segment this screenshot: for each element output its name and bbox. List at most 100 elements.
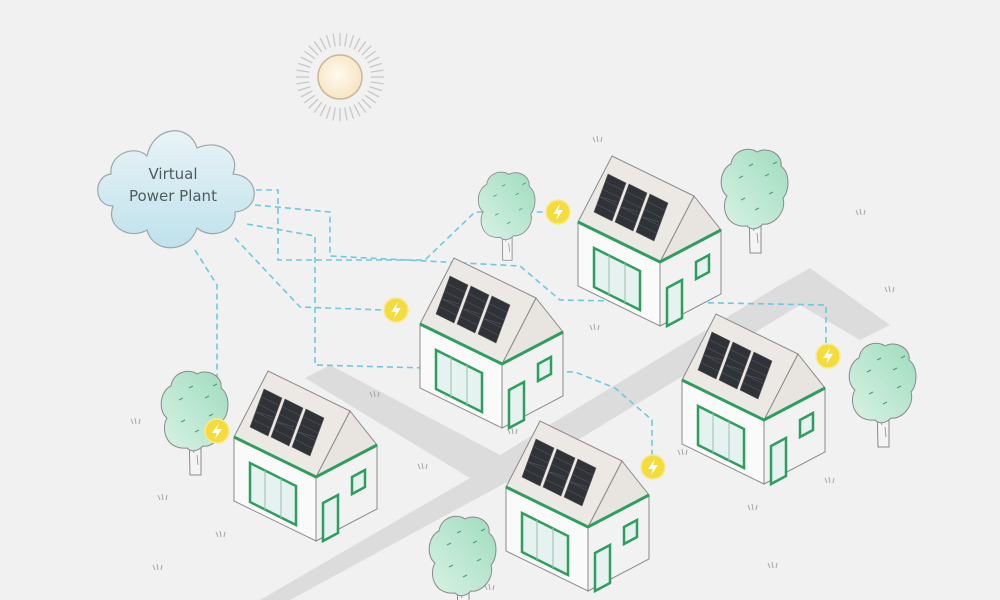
solar-panel-icon	[563, 458, 597, 507]
sun-ray	[300, 56, 313, 64]
sun-ray	[304, 94, 316, 104]
sun-ray	[308, 45, 319, 56]
houses	[233, 155, 826, 594]
sun-ray	[361, 98, 372, 109]
window-icon	[798, 410, 815, 440]
solar-panel-icon	[477, 295, 511, 344]
road-surface	[260, 268, 890, 600]
house-with-solar-panels	[419, 257, 564, 431]
sun-ray	[370, 81, 384, 85]
door-icon	[769, 435, 788, 487]
grass-icon	[677, 448, 688, 456]
house-with-solar-panels	[505, 420, 650, 594]
sun-ray	[296, 81, 310, 85]
solar-panel-icon	[614, 183, 648, 232]
sun-ray	[296, 69, 310, 73]
sun-ray	[325, 106, 332, 120]
grass-icon	[884, 285, 895, 293]
door-icon	[321, 492, 340, 544]
sun-ray	[308, 98, 319, 109]
sun-ray	[297, 62, 311, 69]
sun-ray	[325, 34, 332, 48]
sun-ray	[348, 106, 355, 120]
connection-line	[246, 223, 653, 455]
solar-panel-icon	[718, 341, 752, 390]
sun-ray	[361, 45, 372, 56]
cloud-label-line1: Virtual	[148, 165, 197, 183]
grass-icon	[747, 503, 758, 511]
cloud-icon	[97, 130, 255, 249]
sun-ray	[353, 37, 361, 50]
sun-ray	[364, 50, 376, 60]
sun-ray	[344, 33, 348, 47]
energy-bolts	[204, 199, 841, 480]
sun-ray	[353, 104, 361, 117]
grass-icon	[157, 493, 168, 501]
sun-ray	[319, 37, 327, 50]
window-icon	[622, 517, 639, 547]
connection-line	[256, 189, 545, 261]
solar-panel-icon	[456, 285, 490, 334]
window-icon	[694, 252, 711, 282]
house-with-solar-panels	[681, 313, 826, 487]
sun-ray	[332, 107, 336, 121]
sun-ray	[319, 104, 327, 117]
sun-ray	[357, 101, 367, 113]
sun-ray	[300, 90, 313, 98]
solar-panel-icon	[291, 408, 325, 457]
grass-icon	[152, 563, 163, 571]
door-icon	[665, 277, 684, 329]
sun-ray	[332, 33, 336, 47]
solar-panel-icon	[521, 438, 555, 487]
sun-ray	[370, 69, 384, 73]
solar-panel-icon	[435, 275, 469, 324]
solar-panel-icon	[270, 398, 304, 447]
connection-lines	[194, 189, 827, 455]
sun-ray	[313, 101, 323, 113]
sun-icon	[296, 33, 384, 121]
solar-panel-icon	[542, 448, 576, 497]
grass-icon	[507, 427, 518, 435]
door-icon	[507, 379, 526, 431]
sun-ray	[369, 85, 383, 92]
connection-line	[194, 249, 218, 418]
solar-panel-icon	[739, 351, 773, 400]
grass-icon	[592, 135, 603, 143]
sun-ray	[367, 56, 380, 64]
sun-ray	[364, 94, 376, 104]
grass-icon	[369, 390, 380, 398]
tree-icon	[720, 148, 789, 254]
connection-line	[234, 237, 384, 311]
solar-panel-icon	[593, 173, 627, 222]
sun-ray	[297, 85, 311, 92]
solar-panel-icon	[697, 331, 731, 380]
connection-line	[254, 204, 827, 343]
grass-icon	[855, 208, 866, 216]
grass-icon	[417, 462, 428, 470]
lightning-bolt-icon	[545, 199, 571, 225]
window-icon	[350, 467, 367, 497]
sun-ray	[367, 90, 380, 98]
solar-panel-icon	[249, 388, 283, 437]
tree-icon	[848, 342, 917, 448]
sun-ray	[313, 41, 323, 53]
window-icon	[536, 354, 553, 384]
road	[260, 268, 890, 600]
door-icon	[593, 542, 612, 594]
tree-icon	[428, 515, 497, 600]
grass-icon	[484, 583, 495, 591]
sun-ray	[304, 50, 316, 60]
sun-ray	[348, 34, 355, 48]
lightning-bolt-icon	[204, 418, 230, 444]
grass-icon	[824, 476, 835, 484]
grass-icon	[589, 323, 600, 331]
house-with-solar-panels	[577, 155, 722, 329]
lightning-bolt-icon	[815, 343, 841, 369]
sun-disc	[317, 54, 363, 100]
trees	[160, 148, 917, 600]
cloud-label-line2: Power Plant	[129, 187, 217, 205]
sun-ray	[344, 107, 348, 121]
grass-icon	[767, 561, 778, 569]
